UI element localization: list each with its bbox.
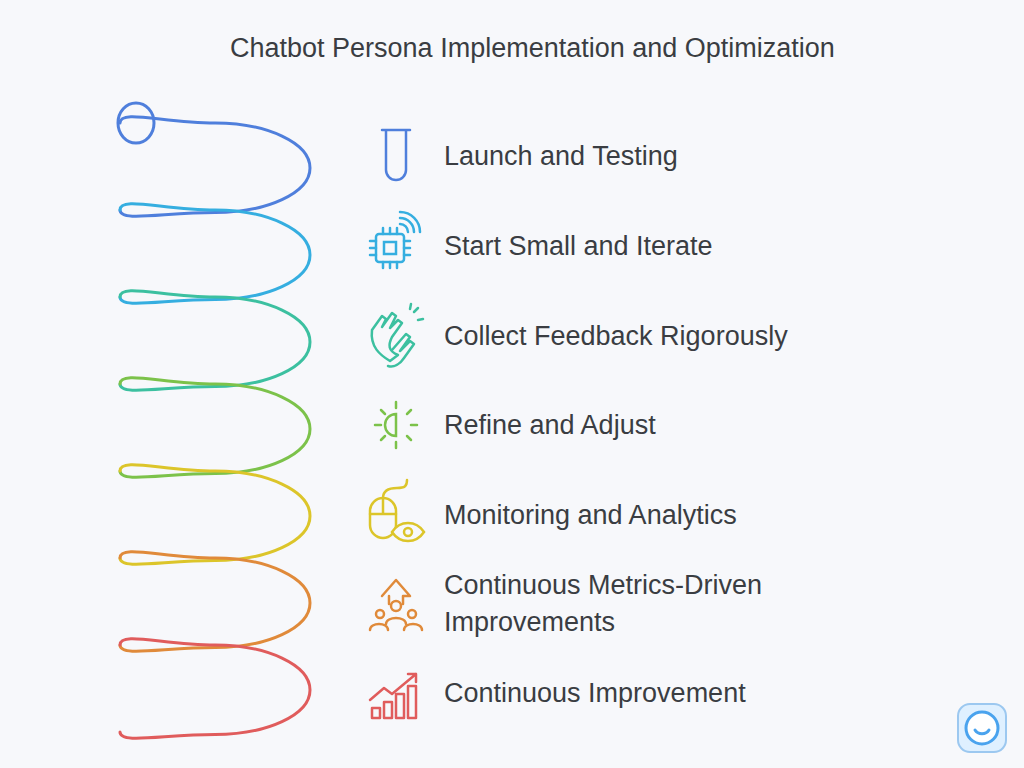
icon-stroke [404, 528, 412, 536]
helix-turn [120, 291, 310, 391]
helix-spiral [118, 103, 310, 738]
logo-smile [975, 730, 989, 734]
helix-cap [118, 103, 154, 143]
mouse-eye-icon [370, 480, 424, 541]
light-icon [375, 402, 417, 448]
team-growth-icon [370, 580, 422, 630]
growth-chart-icon [370, 674, 416, 718]
icon-stroke [391, 601, 401, 611]
logo-face [966, 712, 998, 744]
icon-stroke [376, 234, 404, 262]
step-label: Continuous Improvement [444, 675, 746, 712]
icon-stroke [375, 402, 417, 448]
logo-badge [958, 704, 1006, 752]
icon-stroke [370, 618, 422, 630]
step-label: Monitoring and Analytics [444, 497, 737, 534]
icon-stroke [388, 334, 414, 367]
clapping-hands-icon [372, 304, 423, 367]
step-label: Collect Feedback Rigorously [444, 318, 788, 355]
icon-stroke [385, 414, 396, 436]
icon-stroke [376, 610, 384, 618]
helix-turn [120, 639, 310, 739]
icon-stroke [372, 313, 402, 361]
icon-stroke [370, 480, 407, 514]
icon-stroke [408, 686, 416, 718]
icon-stroke [408, 610, 416, 618]
logo-frame [958, 704, 1006, 752]
helix-turn [120, 465, 310, 565]
helix-turn [120, 378, 310, 478]
icon-stroke [370, 228, 410, 268]
icon-stroke [370, 674, 416, 700]
helix-turn [120, 117, 310, 217]
icon-stroke [372, 708, 380, 718]
icon-stroke [400, 212, 420, 232]
helix-turn [120, 204, 310, 304]
test-tube-icon [382, 130, 410, 180]
icon-stroke [382, 130, 410, 180]
chip-icon [370, 212, 420, 268]
step-label: Launch and Testing [444, 138, 678, 175]
diagram-title: Chatbot Persona Implementation and Optim… [230, 30, 835, 66]
step-label: Refine and Adjust [444, 407, 656, 444]
icon-stroke [396, 694, 404, 718]
step-label: Continuous Metrics-Driven Improvements [444, 567, 824, 641]
helix-turn [120, 552, 310, 652]
icon-stroke [384, 702, 392, 718]
step-label: Start Small and Iterate [444, 228, 713, 265]
icon-stroke [410, 304, 423, 320]
icon-stroke [384, 242, 396, 254]
icon-stroke [392, 523, 424, 541]
